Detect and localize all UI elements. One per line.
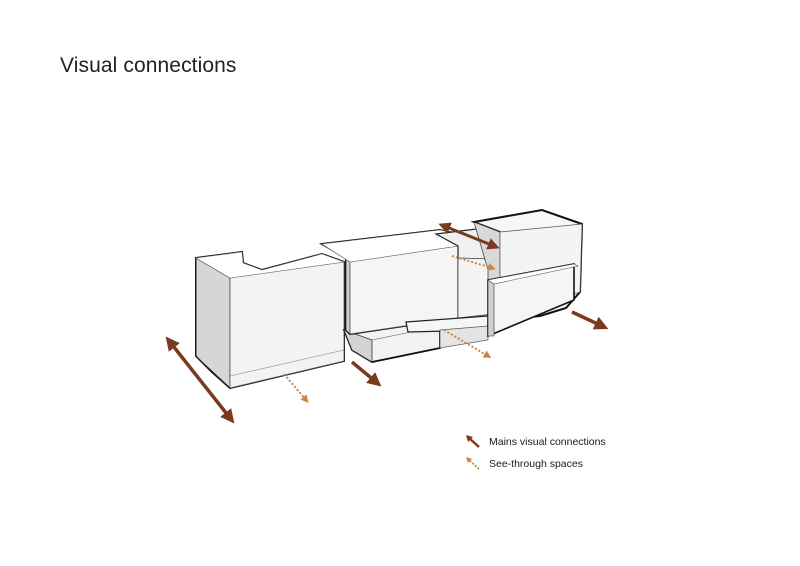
legend: Mains visual connections See-through spa…	[463, 432, 606, 476]
main-arrow-left-out	[350, 360, 382, 387]
arrow-dotted-icon	[466, 457, 480, 470]
upper-middle-block	[318, 228, 459, 336]
see-arrow-center-bottom	[443, 329, 492, 359]
main-arrow-top	[438, 222, 500, 250]
left-block	[195, 250, 345, 390]
arrow-solid-icon	[466, 435, 480, 448]
legend-item-see-through: See-through spaces	[463, 454, 606, 474]
legend-label-main: Mains visual connections	[489, 436, 606, 448]
see-arrow-center-top	[451, 255, 496, 271]
right-block	[470, 208, 584, 338]
see-arrow-left	[283, 373, 309, 404]
main-arrow-left-diagonal	[165, 336, 235, 424]
main-arrow-right-out	[571, 310, 609, 330]
building-volumes	[195, 208, 584, 390]
diagram-title: Visual connections	[60, 54, 237, 77]
legend-item-main: Mains visual connections	[463, 432, 606, 452]
main-connection-arrows	[165, 222, 609, 424]
legend-label-see-through: See-through spaces	[489, 458, 583, 470]
see-through-arrows	[283, 255, 496, 404]
